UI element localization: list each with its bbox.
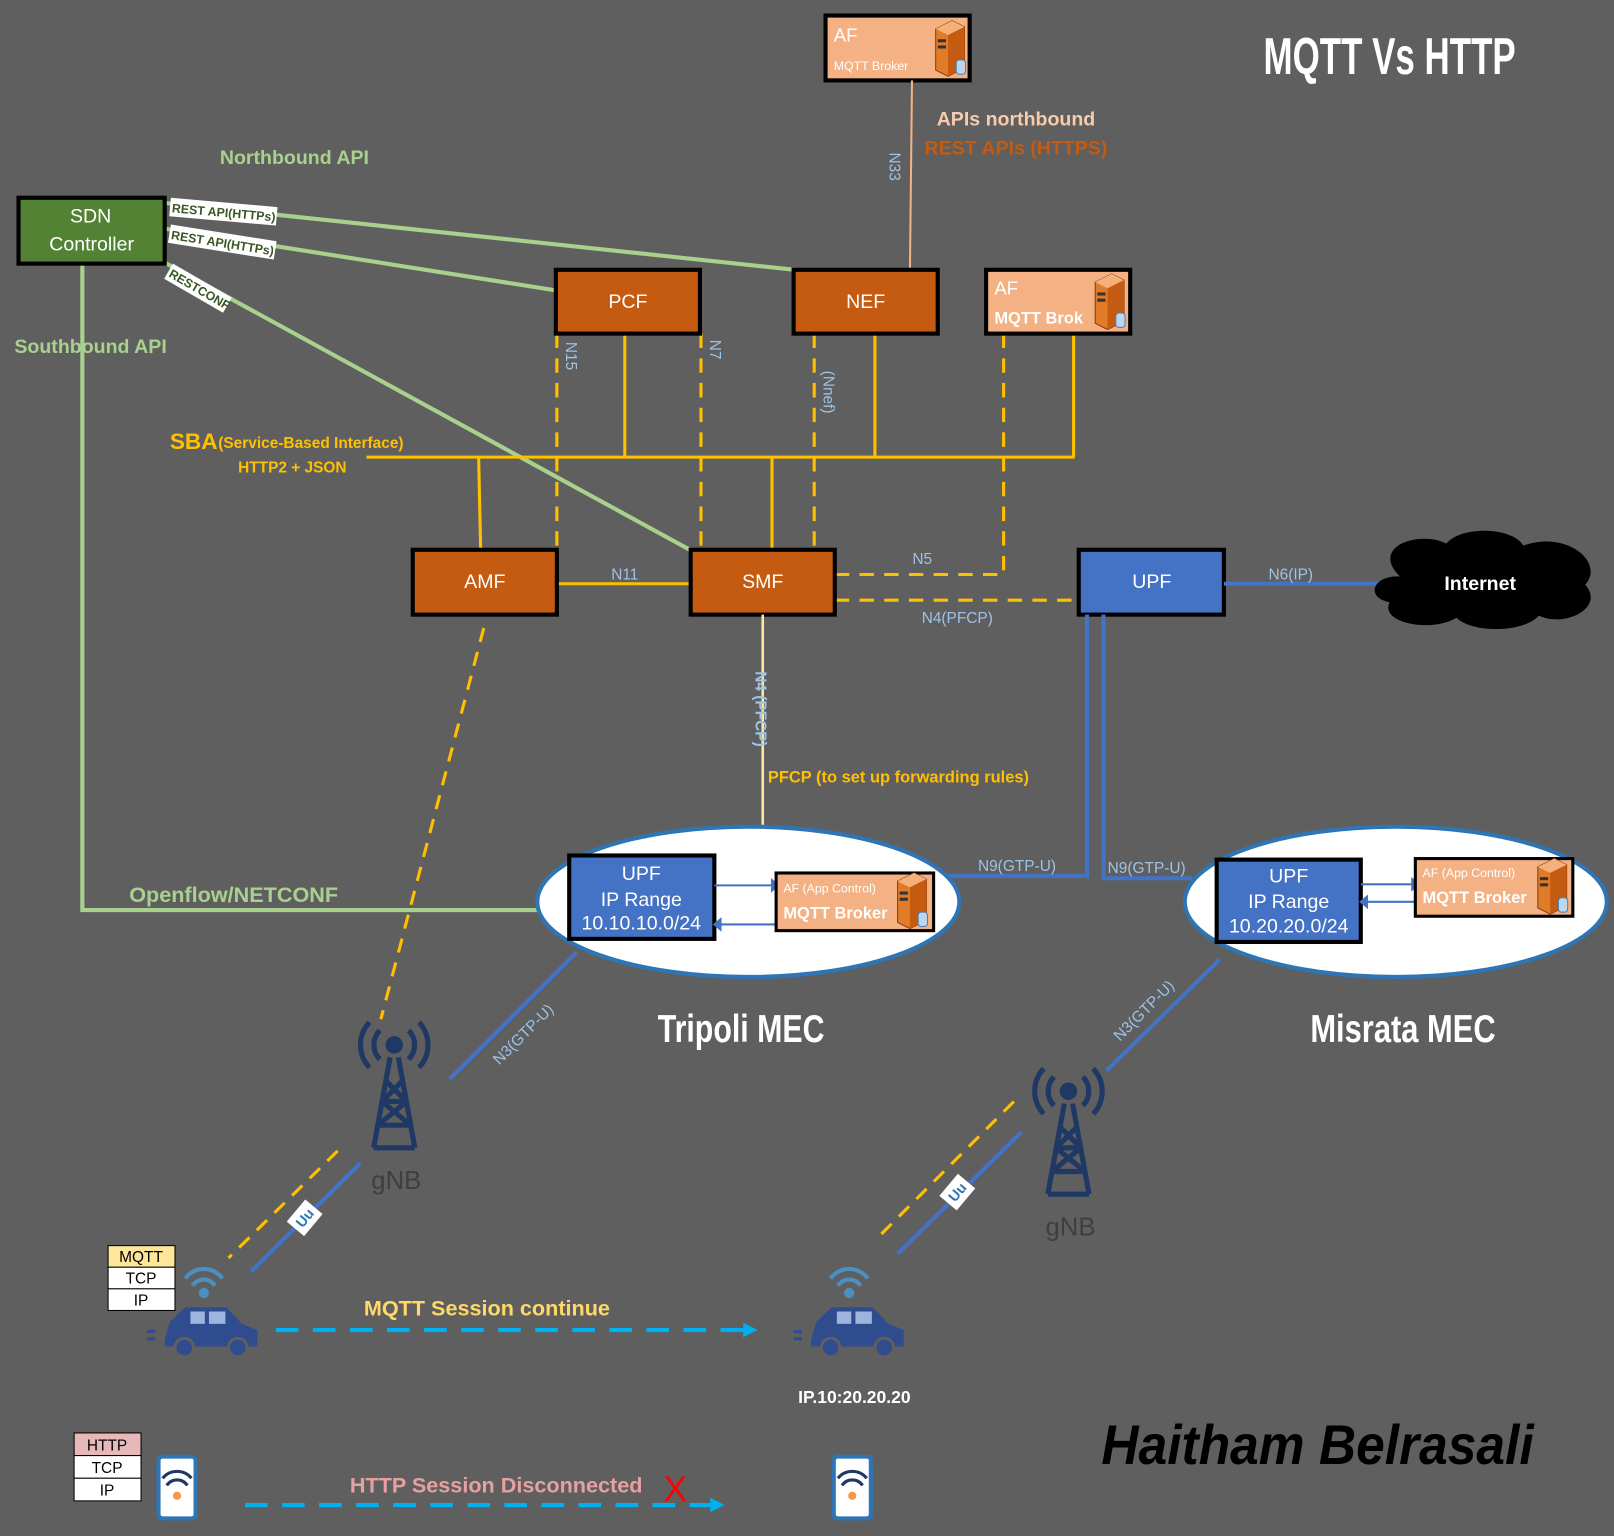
misrata-mec-label: Misrata MEC: [1310, 1008, 1495, 1051]
mqtt-protocol-stack: MQTT TCP IP: [107, 1245, 176, 1311]
svg-text:MQTT Broker: MQTT Broker: [783, 904, 888, 922]
tripoli-af-box[interactable]: AF (App Control) MQTT Broker: [774, 871, 936, 933]
upf-central-box[interactable]: UPF: [1076, 547, 1226, 617]
dashed-interfaces: [379, 333, 1079, 1020]
svg-text:AF (App Control): AF (App Control): [1423, 866, 1516, 880]
n33-link: [908, 80, 914, 270]
svg-text:HTTP: HTTP: [87, 1437, 127, 1454]
author-signature: Haitham Belrasali: [1101, 1414, 1535, 1476]
internet-cloud[interactable]: Internet: [1374, 530, 1591, 630]
tripoli-mec: UPF IP Range 10.10.10.0/24 AF (App Contr…: [535, 824, 962, 1051]
svg-text:AF (App Control): AF (App Control): [783, 882, 876, 896]
n9-left-label: N9(GTP-U): [978, 858, 1056, 875]
internet-label: Internet: [1444, 573, 1516, 595]
svg-text:10.10.10.0/24: 10.10.10.0/24: [581, 913, 701, 935]
gnb-left-label: gNB: [371, 1167, 421, 1195]
tripoli-upf-box[interactable]: UPF IP Range 10.10.10.0/24: [567, 853, 717, 941]
svg-text:MQTT Brok: MQTT Brok: [994, 309, 1084, 327]
server-icon: [1537, 858, 1569, 915]
nnef-label: (Nnef): [819, 371, 836, 414]
svg-text:IP: IP: [100, 1483, 115, 1500]
af-top-subtitle: MQTT Broker: [834, 59, 909, 73]
uu-radio-links: [227, 1100, 1015, 1260]
svg-text:SMF: SMF: [742, 571, 783, 593]
svg-text:MQTT Broker: MQTT Broker: [1423, 889, 1528, 907]
svg-text:UPF: UPF: [622, 863, 661, 885]
rest-api-tag-1: REST API(HTTPs): [169, 197, 278, 226]
misrata-upf-box[interactable]: UPF IP Range 10.20.20.0/24: [1214, 857, 1363, 945]
pcf-box[interactable]: PCF: [553, 267, 703, 336]
n11-label: N11: [611, 567, 638, 584]
tripoli-mec-label: Tripoli MEC: [658, 1008, 825, 1051]
mqtt-session-label: MQTT Session continue: [364, 1296, 610, 1321]
http-protocol-stack: HTTP TCP IP: [73, 1432, 142, 1502]
svg-text:10.20.20.0/24: 10.20.20.0/24: [1229, 916, 1349, 938]
sdn-line2: Controller: [49, 233, 134, 255]
n4-vertical-label: N4 (PFCP): [752, 671, 769, 746]
misrata-mec: UPF IP Range 10.20.20.0/24 AF (App Contr…: [1182, 824, 1609, 1051]
n7-label: N7: [706, 340, 723, 360]
svg-text:PCF: PCF: [608, 291, 647, 313]
svg-text:UPF: UPF: [1269, 865, 1308, 887]
svg-text:IP Range: IP Range: [1248, 891, 1329, 913]
page-title: MQTT Vs HTTP: [1264, 27, 1516, 85]
sba-proto-label: HTTP2 + JSON: [238, 460, 347, 477]
svg-text:MQTT: MQTT: [119, 1249, 163, 1266]
af-top-title: AF: [834, 24, 858, 45]
rest-apis-label: REST APIs (HTTPS): [925, 138, 1108, 160]
southbound-api-label: Southbound API: [14, 336, 166, 358]
af-top-box[interactable]: AF MQTT Broker: [823, 13, 972, 83]
n33-label: N33: [885, 152, 902, 180]
n9-right-label: N9(GTP-U): [1108, 860, 1186, 877]
new-ip-label: IP.10:20.20.20: [798, 1387, 910, 1407]
sdn-controller[interactable]: SDN Controller: [16, 195, 167, 266]
smf-box[interactable]: SMF: [688, 547, 837, 617]
http-session-label: HTTP Session Disconnected: [350, 1473, 643, 1498]
svg-text:TCP: TCP: [126, 1271, 157, 1288]
arrowhead-icon: [743, 1322, 758, 1338]
n5-label: N5: [912, 551, 932, 568]
n4-label: N4(PFCP): [922, 610, 993, 627]
svg-text:NEF: NEF: [846, 291, 885, 313]
svg-text:AF: AF: [994, 278, 1018, 299]
sba-bus: [366, 333, 1076, 586]
sba-label: SBA: [170, 429, 218, 454]
openflow-netconf-label: Openflow/NETCONF: [129, 882, 338, 907]
svg-text:TCP: TCP: [92, 1460, 123, 1477]
northbound-api-label: Northbound API: [220, 147, 369, 169]
svg-text:UPF: UPF: [1132, 571, 1171, 593]
sba-sub-label: (Service-Based Interface): [218, 435, 403, 452]
pfcp-note: PFCP (to set up forwarding rules): [768, 768, 1029, 786]
server-icon: [1094, 273, 1126, 331]
n6-label: N6(IP): [1268, 567, 1313, 584]
phone-icon: [834, 1457, 871, 1519]
amf-box[interactable]: AMF: [410, 547, 559, 617]
af-mid-box[interactable]: AF MQTT Brok: [984, 267, 1133, 336]
server-icon: [935, 20, 967, 77]
server-icon: [897, 872, 928, 930]
disconnect-x-icon: X: [664, 1470, 687, 1509]
misrata-af-box[interactable]: AF (App Control) MQTT Broker: [1413, 857, 1575, 918]
gnb-right-label: gNB: [1045, 1213, 1095, 1241]
arrowhead-icon: [710, 1497, 725, 1513]
nef-box[interactable]: NEF: [791, 267, 940, 336]
n15-label: N15: [562, 342, 579, 370]
svg-text:AMF: AMF: [464, 571, 505, 593]
sdn-line1: SDN: [70, 205, 111, 227]
apis-northbound-label: APIs northbound: [937, 109, 1096, 131]
svg-text:IP: IP: [134, 1292, 149, 1309]
svg-text:IP Range: IP Range: [601, 889, 682, 911]
phone-icon: [159, 1457, 196, 1519]
